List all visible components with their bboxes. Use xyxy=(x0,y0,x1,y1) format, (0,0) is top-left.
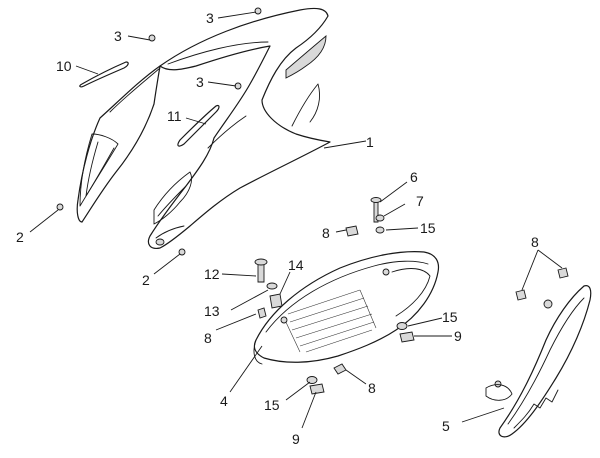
callout-11: 11 xyxy=(167,108,182,124)
spacer-14 xyxy=(269,293,283,309)
callout-3: 3 xyxy=(114,28,122,44)
callout-15: 15 xyxy=(264,397,280,413)
callout-13: 13 xyxy=(204,303,220,319)
callout-4: 4 xyxy=(220,393,228,409)
grommet-8d xyxy=(515,267,569,301)
callout-2: 2 xyxy=(142,272,150,288)
screw-3b xyxy=(254,7,262,15)
callout-9: 9 xyxy=(454,328,462,344)
grommet-8b xyxy=(257,307,267,319)
callout-6: 6 xyxy=(410,169,418,185)
callout-labels: 1 2 2 3 3 3 4 5 6 7 8 8 8 8 9 9 10 11 12… xyxy=(16,10,539,447)
grommet-8a xyxy=(345,225,359,237)
callout-5: 5 xyxy=(442,418,450,434)
lower-cover-panel xyxy=(253,251,440,365)
leader-lines xyxy=(29,11,563,429)
screw-2b xyxy=(178,248,186,256)
callout-3: 3 xyxy=(196,74,204,90)
callout-10: 10 xyxy=(56,58,72,74)
callout-15: 15 xyxy=(442,309,458,325)
callout-1: 1 xyxy=(366,134,374,150)
callout-8: 8 xyxy=(204,330,212,346)
washer-13 xyxy=(266,282,278,290)
washer-15b xyxy=(306,376,318,384)
callout-3: 3 xyxy=(206,10,214,26)
clip-nut-9a xyxy=(399,331,415,343)
rear-side-panel xyxy=(485,285,592,438)
callout-8: 8 xyxy=(531,234,539,250)
callout-12: 12 xyxy=(204,266,220,282)
bolt-12 xyxy=(254,258,268,283)
washer-15a xyxy=(396,322,408,330)
trim-strip-11 xyxy=(177,104,220,147)
callout-9: 9 xyxy=(292,431,300,447)
callout-8: 8 xyxy=(322,225,330,241)
washer-7 xyxy=(375,214,385,222)
trim-strip-10 xyxy=(79,61,129,88)
grommet-8c xyxy=(333,363,347,375)
callout-7: 7 xyxy=(416,193,424,209)
callout-8: 8 xyxy=(368,380,376,396)
screw-3a xyxy=(148,34,156,42)
callout-14: 14 xyxy=(288,257,304,273)
callout-15: 15 xyxy=(420,220,436,236)
callout-2: 2 xyxy=(16,229,24,245)
washer-15c xyxy=(375,226,385,234)
clip-nut-9b xyxy=(309,383,325,395)
screw-2a xyxy=(56,203,64,211)
side-fairing-panel xyxy=(76,7,331,249)
